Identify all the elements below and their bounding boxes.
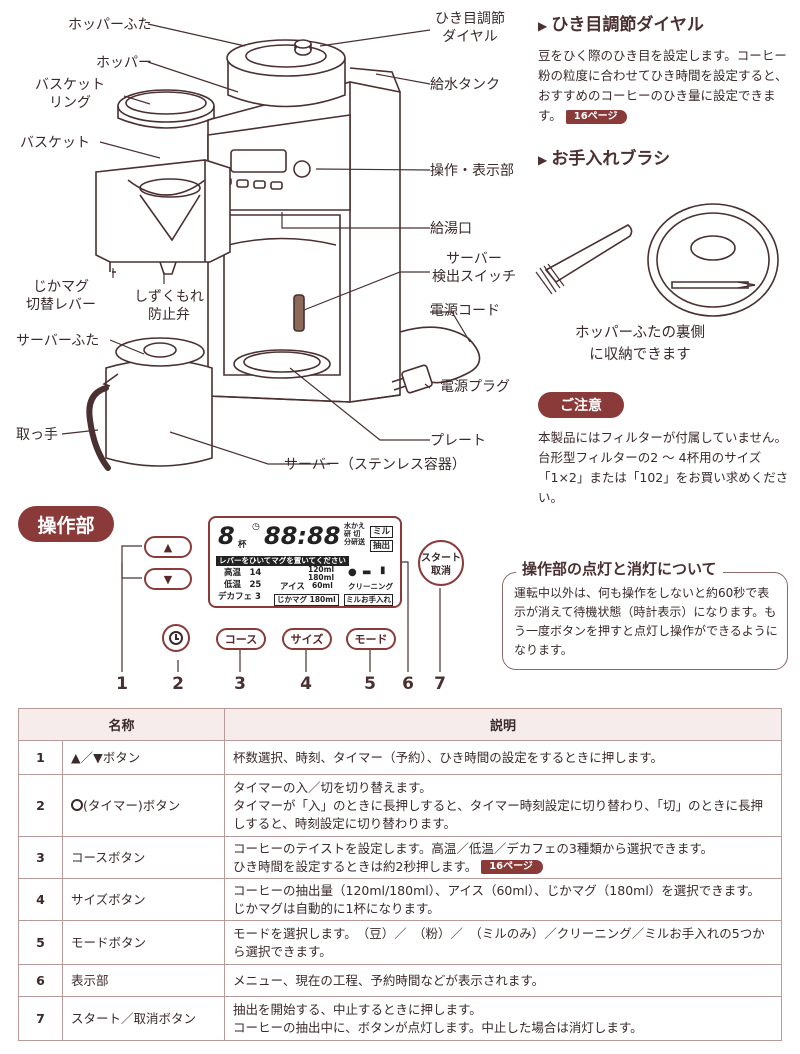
callout-number: 5	[364, 674, 376, 694]
lcd-separate: 分研送	[344, 538, 365, 546]
lighting-text: 運転中以外は、何も操作をしないと約60秒で表示が消えて待機状態（時計表示）になり…	[514, 586, 778, 657]
display-screen-illus	[230, 149, 287, 173]
label-basket-ring: バスケット リング	[35, 77, 105, 111]
label-drip-stop-valve: しずくもれ 防止弁	[134, 289, 204, 323]
down-button[interactable]: ▼	[144, 568, 192, 590]
lcd-120: 120ml	[308, 565, 335, 574]
page-ref-badge: 16ページ	[565, 109, 628, 124]
label-control-panel: 操作・表示部	[430, 163, 514, 179]
label-plate: プレート	[430, 433, 486, 449]
label-basket: バスケット	[20, 135, 90, 151]
lcd-low: 低温 25	[224, 580, 262, 590]
triangle-icon: ▶	[538, 19, 552, 33]
label-handle: 取っ手	[16, 427, 58, 443]
panel-title: 操作部	[18, 506, 114, 542]
lcd-extract: 抽出	[370, 540, 394, 552]
label-server-lid: サーバーふた	[16, 333, 100, 349]
table-row: 3 コースボタン コーヒーのテイストを設定します。高温／低温／デカフェの3種類か…	[18, 836, 782, 879]
lighting-title: 操作部の点灯と消灯について	[516, 558, 723, 579]
grind-section-heading: ▶ ひき目調節ダイヤル	[538, 15, 704, 35]
caution-text: 本製品にはフィルターが付属していません。台形型フィルターの2 ～ 4杯用のサイズ…	[538, 430, 789, 505]
label-hopper: ホッパー	[96, 55, 152, 71]
lcd-mill-icon: ▮	[380, 565, 386, 576]
callout-number: 3	[234, 674, 246, 694]
table-row: 6 表示部 メニュー、現在の工程、予約時間などが表示されます。	[18, 964, 782, 997]
lcd-mill: ミル	[370, 526, 394, 538]
lcd-bean-icon: ●	[348, 567, 357, 578]
table-row: 5 モードボタン モードを選択します。 （豆）／ （粉）／ （ミルのみ）／クリー…	[18, 920, 782, 965]
lcd-decaf: デカフェ 3	[218, 592, 261, 602]
table-row: 1 ▲／▼ボタン 杯数選択、時刻、タイマー（予約）、ひき時間の設定をするときに押…	[18, 740, 782, 775]
lcd-time: 88:88	[264, 522, 341, 550]
lcd-powder-icon: ▬	[362, 567, 372, 578]
lcd-clock-icon: ◷	[252, 522, 260, 532]
triangle-icon: ▶	[538, 153, 552, 167]
label-hopper-lid: ホッパーふた	[68, 17, 152, 33]
callout-number: 2	[172, 674, 184, 694]
lcd-cups-digit: 8	[218, 522, 235, 550]
label-server-switch: サーバー 検出スイッチ	[432, 251, 516, 285]
label-grind-dial: ひき目調節 ダイヤル	[435, 11, 505, 45]
table-row: 7 スタート／取消ボタン 抽出を開始する、中止するときに押します。 コーヒーの抽…	[18, 996, 782, 1041]
label-power-cord: 電源コード	[430, 303, 500, 319]
label-jikamug-lever: じかマグ 切替レバー	[26, 279, 96, 313]
lcd-water-change: 水かえ	[344, 522, 365, 530]
lcd-180: 180ml	[308, 573, 335, 582]
lcd-lever-msg: レバーをひいてマグを置いてください	[216, 556, 349, 566]
label-power-plug: 電源プラグ	[440, 379, 510, 395]
table-header-desc: 説明	[224, 708, 782, 741]
table-row: 4 サイズボタン コーヒーの抽出量（120ml/180ml）、アイス（60ml）…	[18, 878, 782, 921]
lcd-mill-care: ミルお手入れ	[344, 594, 393, 606]
table-row: 2 (タイマー)ボタン タイマーの入／切を切り替えます。 タイマーが「入」のとき…	[18, 774, 782, 837]
mode-button[interactable]: モード	[346, 628, 396, 650]
label-spout: 給湯口	[430, 221, 472, 237]
course-button[interactable]: コース	[216, 628, 266, 650]
lcd-cups-unit: 杯	[238, 540, 247, 550]
callout-number: 1	[116, 674, 128, 694]
brush-caption: ホッパーふたの裏側 に収納できます	[575, 325, 705, 363]
lcd-cleaning: クリーニング	[348, 582, 393, 591]
size-button[interactable]: サイズ	[282, 628, 332, 650]
clock-icon	[71, 798, 83, 811]
start-cancel-button[interactable]: スタート 取消	[418, 540, 464, 586]
lcd-jikamug: じかマグ 180ml	[274, 594, 339, 606]
lcd-grind-cut: 研 切	[344, 530, 361, 538]
caution-badge: ご注意	[538, 392, 624, 418]
label-water-tank: 給水タンク	[430, 77, 500, 93]
timer-button[interactable]	[162, 624, 190, 652]
callout-number: 6	[402, 674, 414, 694]
grind-section-text: 豆をひく際のひき目を設定します。コーヒー粉の粒度に合わせてひき時間を設定すると、…	[538, 48, 788, 124]
lcd-high: 高温 14	[224, 568, 262, 578]
table-header-name: 名称	[18, 708, 225, 741]
callout-number: 7	[434, 674, 446, 694]
lcd-60: 60ml	[312, 581, 333, 590]
up-button[interactable]: ▲	[144, 536, 192, 558]
parts-table: 名称 説明 1 ▲／▼ボタン 杯数選択、時刻、タイマー（予約）、ひき時間の設定を…	[18, 708, 782, 1041]
callout-number: 4	[300, 674, 312, 694]
clock-icon	[169, 631, 183, 645]
label-server: サーバー（ステンレス容器）	[284, 457, 466, 473]
brush-section-heading: ▶ お手入れブラシ	[538, 149, 671, 169]
lcd-ice: アイス	[280, 582, 305, 592]
page-ref-badge: 16ページ	[481, 860, 543, 874]
lcd-display: 8 杯 ◷ 88:88 水かえ 研 切 分研送 ミル 抽出 レバーをひいてマグを…	[208, 516, 402, 608]
